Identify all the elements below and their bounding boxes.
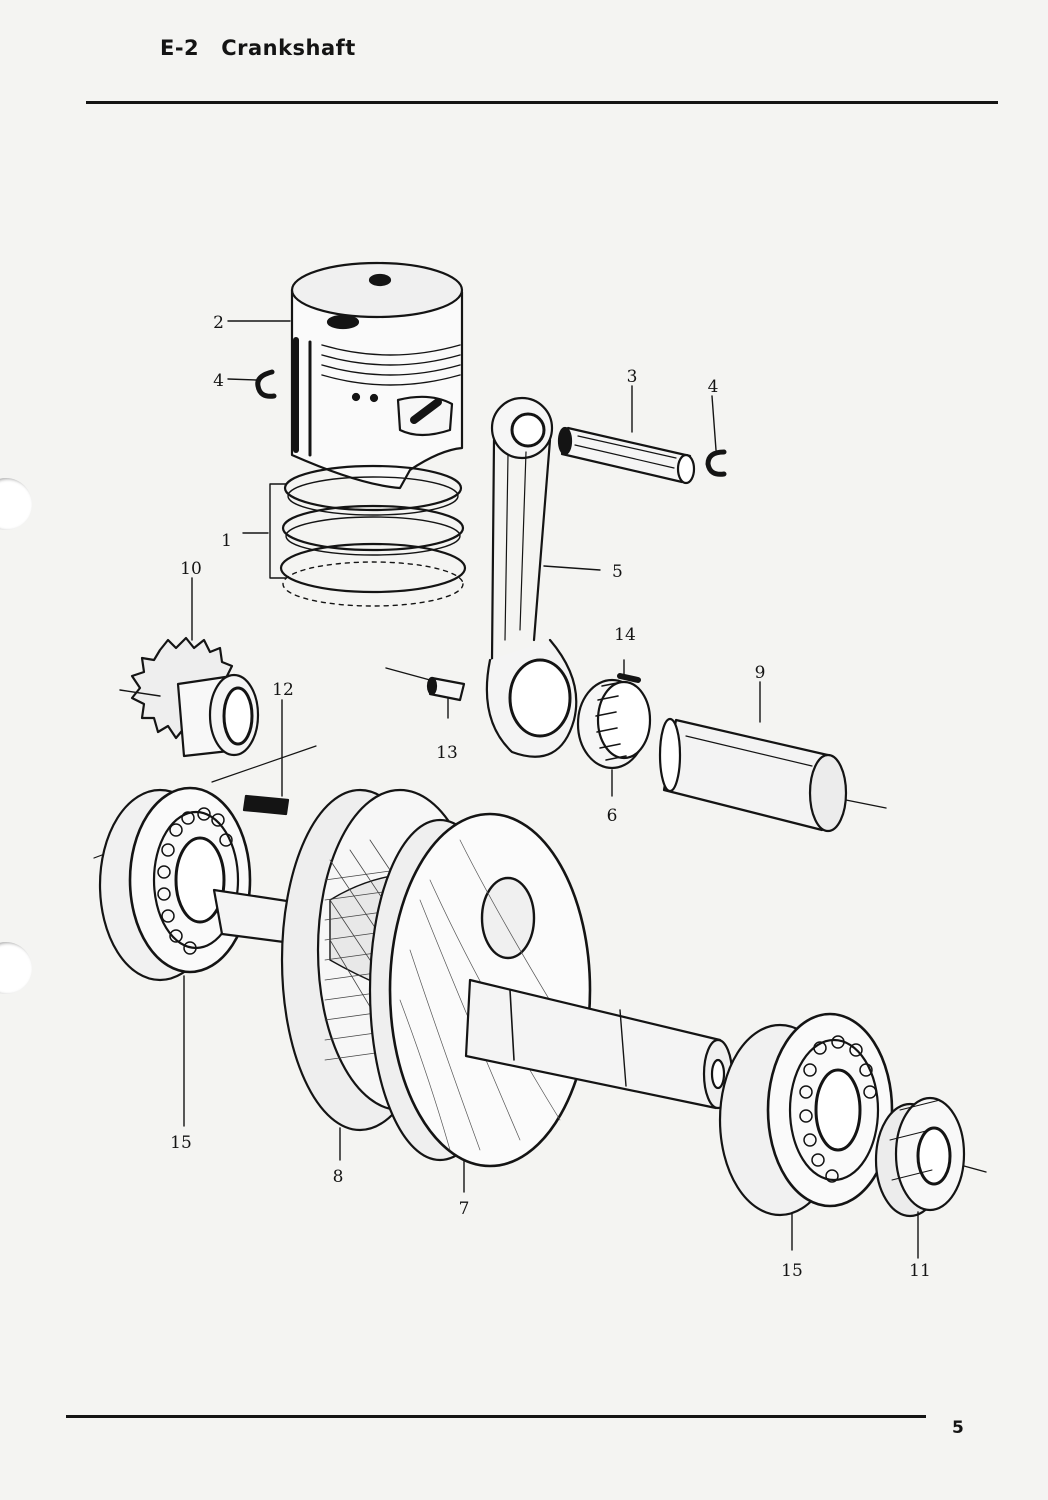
leader-lines (183, 320, 919, 1259)
connecting-rod (485, 396, 578, 758)
page-number: 5 (952, 1418, 964, 1438)
callout-9-crank-pin: 9 (755, 663, 766, 683)
callout-4-clip-left: 4 (213, 371, 224, 391)
piston (290, 261, 464, 490)
piston-pin-clip-left (255, 369, 277, 399)
callout-7-flywheel-right: 7 (459, 1199, 470, 1219)
footer-rule (66, 1415, 926, 1418)
callout-11-oil-seal: 11 (909, 1261, 931, 1281)
piston-ring-set (279, 464, 467, 607)
callout-2-piston: 2 (213, 313, 224, 333)
callout-15-bearing-left: 15 (170, 1133, 192, 1153)
callout-8-flywheel-left: 8 (333, 1167, 344, 1187)
callout-4-clip-right: 4 (708, 377, 719, 397)
woodruff-key (242, 794, 290, 816)
oil-seal (874, 1096, 987, 1218)
callout-15-bearing-right: 15 (781, 1261, 803, 1281)
header-rule (86, 101, 998, 104)
ball-bearing-right (718, 1012, 894, 1217)
ball-bearing-left (98, 786, 252, 982)
page-title: Crankshaft (221, 36, 356, 60)
callout-5-connecting-rod: 5 (612, 562, 623, 582)
callout-14-needle-pin: 14 (614, 625, 636, 645)
callout-10-sprocket: 10 (180, 559, 202, 579)
page-header: E-2 Crankshaft (160, 36, 356, 60)
callout-1-piston-rings: 1 (221, 531, 232, 551)
crank-pin (658, 717, 887, 833)
section-code: E-2 (160, 36, 200, 60)
callout-6-needle-bearing: 6 (607, 806, 618, 826)
callout-3-piston-pin: 3 (627, 367, 638, 387)
needle-roller-bearing (576, 678, 652, 770)
drive-sprocket (119, 636, 260, 758)
needle-pin (617, 673, 641, 683)
piston-pin (557, 426, 696, 485)
callout-13-small-roller: 13 (436, 743, 458, 763)
callout-12-key: 12 (272, 680, 294, 700)
piston-pin-clip-right (705, 449, 727, 477)
small-roller (385, 667, 466, 702)
